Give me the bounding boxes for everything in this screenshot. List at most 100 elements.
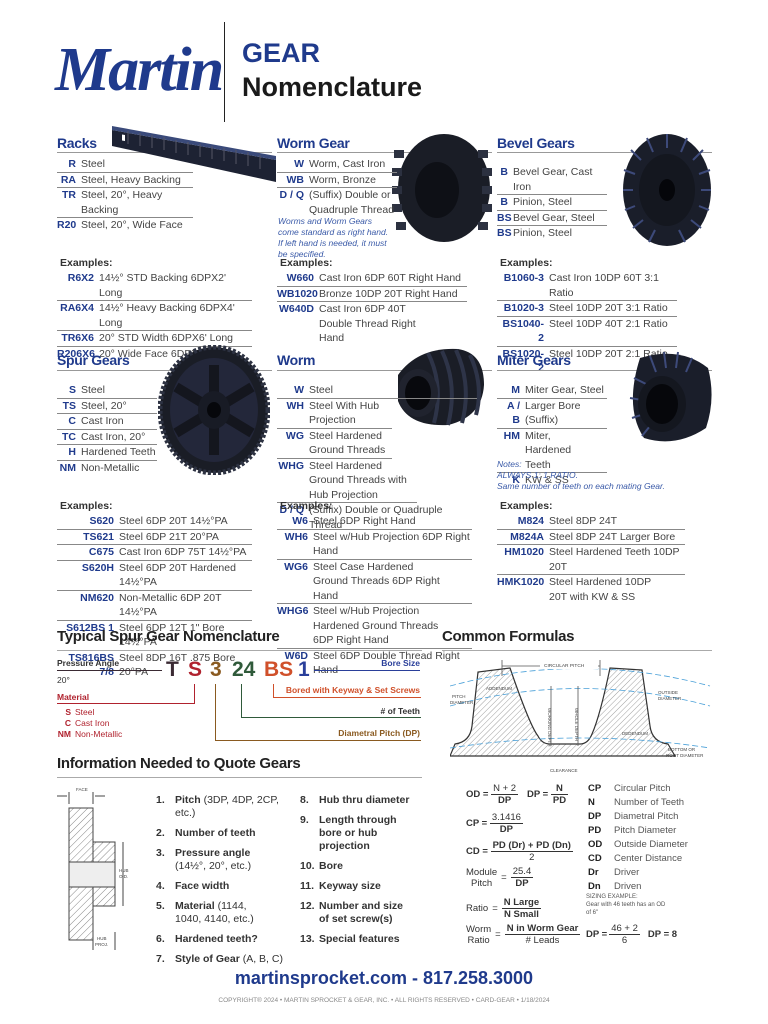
description: Steel	[81, 384, 105, 396]
code: TS	[62, 399, 76, 412]
nom-char-pressure-angle: T	[166, 658, 179, 681]
racks-examples-label: Examples:	[60, 257, 113, 269]
quote-item: 8.Hub thru diameter	[300, 794, 420, 807]
nom-char-bore-size: 1	[298, 658, 310, 681]
code: NM	[59, 461, 76, 474]
quote-item: 2.Number of teeth	[156, 827, 296, 840]
svg-text:HUB: HUB	[97, 936, 107, 941]
description: Steel 8DP 24T Larger Bore	[549, 530, 676, 543]
code: M	[511, 384, 520, 396]
meaning: Driver	[614, 867, 640, 878]
denominator: DP	[497, 795, 512, 806]
description: Cast Iron 6DP 75T 14½°PA	[119, 546, 247, 558]
sizing-example: SIZING EXAMPLE: Gear with 46 teeth has a…	[586, 893, 666, 917]
worm-gear-rule	[277, 152, 492, 153]
description: Cast Iron, 20°	[81, 430, 146, 443]
code: R206X6	[57, 347, 95, 360]
typical-nomenclature-rule	[57, 650, 422, 651]
svg-text:PITCH: PITCH	[452, 694, 466, 699]
code: S	[68, 384, 76, 396]
item-number: 1.	[156, 794, 165, 806]
numerator: N Large	[501, 897, 542, 909]
code: TS816BS 7/8	[68, 651, 114, 679]
description: Steel With Hub Projection	[309, 399, 380, 427]
code: RA6X4	[60, 302, 94, 314]
martin-logo: Martin	[55, 36, 224, 104]
website-phone-link[interactable]: martinsprocket.com - 817.258.3000	[234, 968, 534, 988]
code: S620	[89, 515, 114, 527]
code: WB1020	[277, 287, 318, 300]
description: Steel Hardened 10DP 20T with KW & SS	[549, 576, 651, 603]
numerator: N	[550, 783, 569, 795]
description: Steel 6DP 20T 14½°PA	[119, 515, 228, 527]
description: Pinion, Steel	[513, 196, 572, 208]
code: S620H	[81, 561, 114, 574]
bored-vline	[273, 684, 274, 698]
svg-text:WHOLE DEPTH: WHOLE DEPTH	[574, 708, 579, 741]
quote-items-left: 1.Pitch (3DP, 4DP, 2CP, etc.) 2.Number o…	[156, 794, 296, 973]
page-title-gear: GEAR	[242, 38, 321, 68]
item-label: Number and size of set screw(s)	[319, 900, 404, 925]
code: BS1020-2	[502, 347, 544, 375]
nom-char-material: S	[188, 658, 203, 681]
rack-image	[112, 126, 276, 182]
description: Cast Iron 6DP 60T Right Hand	[319, 272, 462, 284]
code: D / Q	[279, 504, 304, 516]
formula-lhs: DP =	[586, 929, 608, 940]
code: S612BS 1	[66, 621, 114, 634]
code: B1020-3	[503, 302, 544, 314]
meaning: Pitch Diameter	[614, 825, 677, 836]
svg-text:DIAMETER: DIAMETER	[450, 700, 474, 705]
code: HM1020	[504, 546, 544, 558]
code: R	[68, 158, 76, 170]
miter-gears-notes: Notes: ALWAYS 1: 1 RATIO. Same number of…	[497, 459, 697, 492]
sizing-label: SIZING EXAMPLE:	[586, 894, 638, 900]
svg-text:CLEARANCE: CLEARANCE	[550, 768, 578, 773]
worm-title: Worm	[277, 352, 316, 368]
quote-item: 6.Hardened teeth?	[156, 933, 296, 946]
worm-examples-label: Examples:	[280, 500, 333, 512]
item-number: 11.	[300, 880, 315, 892]
description: Bevel Gear, Cast Iron	[513, 166, 593, 193]
description: Steel 10DP 20T 2:1 Ratio	[549, 347, 668, 360]
description: Steel 6DP Right Hand	[313, 515, 416, 527]
quote-item: 10.Bore	[300, 860, 420, 873]
description: Non-Metallic	[75, 729, 123, 739]
worm-gear-examples-label: Examples:	[280, 257, 333, 269]
quote-info-rule	[57, 777, 422, 778]
item-detail: (14½°, 20°, etc.)	[175, 860, 252, 872]
quote-item: 13.Special features	[300, 933, 420, 946]
description: Cast Iron 10DP 60T 3:1 Ratio	[549, 272, 659, 299]
code: W	[294, 158, 304, 170]
meaning: Diametral Pitch	[614, 811, 679, 822]
description: (Suffix) Double or Quadruple Thread	[309, 504, 443, 531]
formula-lhs: Module	[466, 866, 498, 878]
code: H	[68, 446, 76, 458]
formula-lhs: Ratio	[467, 934, 490, 946]
code: TC	[62, 430, 76, 443]
